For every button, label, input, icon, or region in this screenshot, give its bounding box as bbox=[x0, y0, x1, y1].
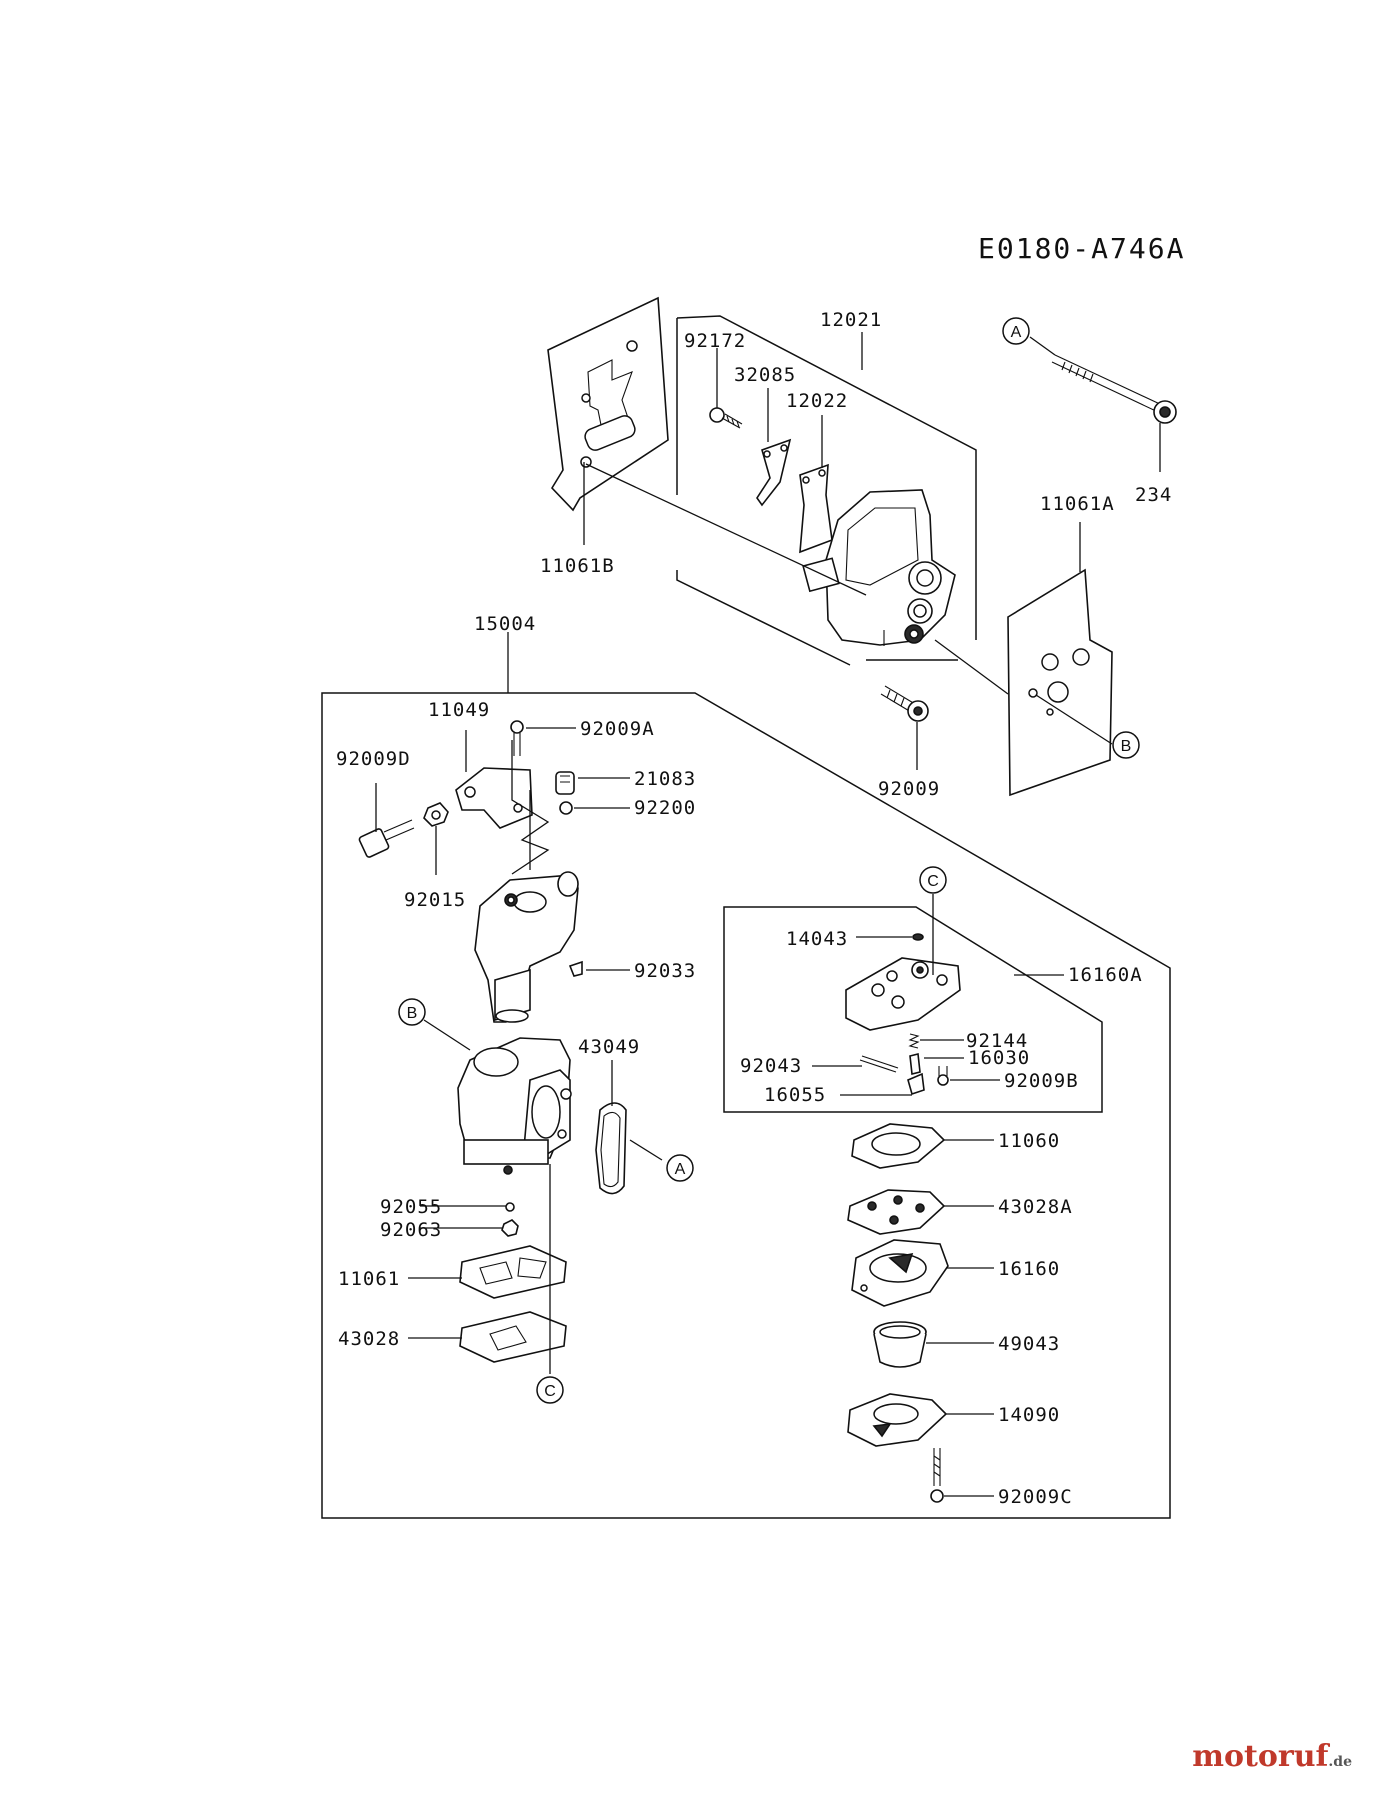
diaphragm-43028a-drawing bbox=[847, 1189, 946, 1235]
nut-92015-drawing bbox=[423, 802, 449, 827]
screw-92009a-drawing bbox=[510, 720, 524, 756]
callout-a-main: A bbox=[666, 1154, 694, 1182]
part-label-11061b: 11061B bbox=[540, 555, 615, 577]
callout-a-top: A bbox=[1002, 317, 1030, 345]
watermark-brand: motoruf bbox=[1192, 1739, 1329, 1774]
needle-16030-drawing bbox=[909, 1053, 921, 1075]
callout-b-top: B bbox=[1112, 731, 1140, 759]
callout-b-main: B bbox=[398, 998, 426, 1026]
holder-12021-drawing bbox=[802, 489, 956, 646]
cover-14090-drawing bbox=[847, 1393, 948, 1447]
watermark-suffix: .de bbox=[1328, 1754, 1352, 1770]
part-label-16160: 16160 bbox=[998, 1258, 1060, 1280]
part-label-16160a: 16160A bbox=[1068, 964, 1143, 986]
group-bracket-12021 bbox=[676, 315, 977, 666]
gasket-11061-drawing bbox=[459, 1245, 567, 1299]
part-label-16055: 16055 bbox=[764, 1084, 826, 1106]
leader-line bbox=[629, 1139, 663, 1161]
bracket-11049-drawing bbox=[455, 767, 533, 829]
part-label-11061a: 11061A bbox=[1040, 493, 1115, 515]
part-label-92015: 92015 bbox=[404, 889, 466, 911]
part-label-92063: 92063 bbox=[380, 1219, 442, 1241]
gasket-11061a-drawing bbox=[1007, 568, 1113, 797]
diagram-code: E0180-A746A bbox=[978, 232, 1185, 265]
group-frame-16160a bbox=[723, 906, 1103, 1113]
clip-92033-drawing bbox=[568, 960, 583, 977]
diaphragm-43028-drawing bbox=[459, 1311, 567, 1363]
part-label-43049: 43049 bbox=[578, 1036, 640, 1058]
part-label-92200: 92200 bbox=[634, 797, 696, 819]
part-label-92033: 92033 bbox=[634, 960, 696, 982]
washer-92200-drawing bbox=[559, 801, 573, 815]
part-label-11061: 11061 bbox=[338, 1268, 400, 1290]
part-label-92009a: 92009A bbox=[580, 718, 655, 740]
part-label-16030: 16030 bbox=[968, 1047, 1030, 1069]
ring-14043-drawing bbox=[912, 933, 924, 941]
svg-text:A: A bbox=[675, 1161, 686, 1178]
pump-cover-16160a-drawing bbox=[845, 957, 961, 1031]
lever-16055-drawing bbox=[907, 1072, 925, 1096]
leader-line bbox=[511, 740, 550, 875]
watermark-logo: motoruf.de bbox=[1192, 1739, 1352, 1774]
svg-text:C: C bbox=[927, 873, 939, 890]
washer-92055-drawing bbox=[505, 1202, 515, 1212]
part-label-12021: 12021 bbox=[820, 309, 882, 331]
screw-92009c-drawing bbox=[930, 1448, 944, 1503]
part-label-92009: 92009 bbox=[878, 778, 940, 800]
callout-c-main: C bbox=[536, 1376, 564, 1404]
pin-92043-drawing bbox=[859, 1055, 899, 1073]
part-label-21083: 21083 bbox=[634, 768, 696, 790]
cup-49043-drawing bbox=[873, 1321, 927, 1368]
svg-text:B: B bbox=[407, 1005, 418, 1022]
carburetor-body-drawing bbox=[474, 871, 579, 1023]
part-label-92172: 92172 bbox=[684, 330, 746, 352]
plate-12022-drawing bbox=[799, 463, 833, 554]
part-label-92043: 92043 bbox=[740, 1055, 802, 1077]
leader-line bbox=[1035, 694, 1113, 745]
carburetor-lower-body-drawing bbox=[457, 1037, 572, 1175]
gasket-43049-drawing bbox=[595, 1102, 627, 1195]
plate-32085-drawing bbox=[756, 438, 792, 507]
part-label-234: 234 bbox=[1135, 484, 1172, 506]
part-label-14090: 14090 bbox=[998, 1404, 1060, 1426]
part-label-14043: 14043 bbox=[786, 928, 848, 950]
bolt-234-drawing bbox=[1051, 354, 1177, 424]
svg-text:C: C bbox=[544, 1383, 556, 1400]
part-label-49043: 49043 bbox=[998, 1333, 1060, 1355]
screw-21083-drawing bbox=[555, 771, 575, 795]
part-label-92009b: 92009B bbox=[1004, 1070, 1079, 1092]
screw-92009b-drawing bbox=[937, 1066, 949, 1086]
screw-92009d-drawing bbox=[358, 819, 415, 858]
spring-92144-drawing bbox=[908, 1033, 920, 1049]
part-label-92009d: 92009D bbox=[336, 748, 411, 770]
part-label-92144: 92144 bbox=[966, 1030, 1028, 1052]
part-label-32085: 32085 bbox=[734, 364, 796, 386]
part-label-43028a: 43028A bbox=[998, 1196, 1073, 1218]
nut-92063-drawing bbox=[501, 1219, 519, 1237]
part-label-11049: 11049 bbox=[428, 699, 490, 721]
group-frame-15004 bbox=[321, 692, 1171, 1519]
pump-body-16160-drawing bbox=[851, 1239, 949, 1307]
part-label-43028: 43028 bbox=[338, 1328, 400, 1350]
svg-text:A: A bbox=[1011, 324, 1022, 341]
part-label-15004: 15004 bbox=[474, 613, 536, 635]
leader-line bbox=[423, 1019, 471, 1051]
part-label-12022: 12022 bbox=[786, 390, 848, 412]
gasket-11060-drawing bbox=[851, 1123, 946, 1169]
leader-line bbox=[934, 639, 1009, 695]
part-label-11060: 11060 bbox=[998, 1130, 1060, 1152]
svg-text:B: B bbox=[1121, 738, 1132, 755]
screw-92172-drawing bbox=[709, 407, 743, 429]
callout-c-sub: C bbox=[919, 866, 947, 894]
leader-line bbox=[1029, 336, 1056, 356]
leader-line bbox=[585, 463, 867, 596]
part-label-92055: 92055 bbox=[380, 1196, 442, 1218]
screw-92009-drawing bbox=[880, 685, 929, 722]
part-label-92009c: 92009C bbox=[998, 1486, 1073, 1508]
gasket-11061b-drawing bbox=[547, 296, 669, 512]
